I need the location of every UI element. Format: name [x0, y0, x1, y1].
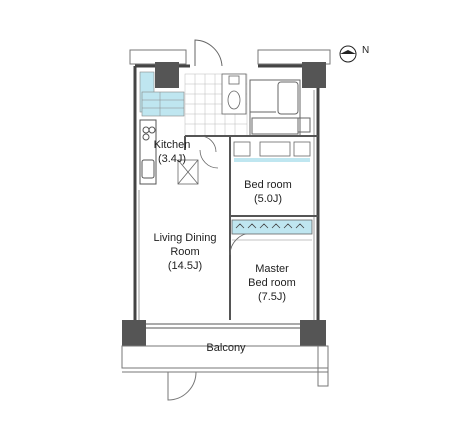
- interior-walls: [184, 135, 318, 320]
- living-size: (14.5J): [167, 260, 203, 272]
- master-closet: [231, 219, 313, 241]
- master-size: (7.5J): [257, 291, 287, 303]
- toilet-area: [221, 73, 247, 115]
- kitchen-name: Kitchen: [153, 139, 191, 151]
- bedroom-size: (5.0J): [253, 193, 283, 205]
- living-name-line2: Room: [170, 246, 200, 258]
- structural-columns: [122, 62, 326, 346]
- kitchen-storage: [139, 71, 185, 117]
- kitchen-size: (3.4J): [157, 153, 187, 165]
- bedroom-label: Bed room (5.0J): [232, 178, 304, 206]
- top-balcony-rails: [129, 49, 331, 65]
- fridge-space: [177, 159, 199, 185]
- bathroom: [249, 79, 311, 137]
- kitchen-counter: [139, 119, 157, 185]
- master-name-line1: Master: [255, 263, 289, 275]
- master-name-line2: Bed room: [248, 277, 296, 289]
- entrance-door: [194, 39, 223, 67]
- north-arrow-icon: [339, 45, 357, 63]
- living-label: Living Dining Room (14.5J): [142, 231, 228, 273]
- north-label: N: [362, 45, 370, 56]
- bedroom-closet: [233, 141, 311, 162]
- balcony-name: Balcony: [206, 342, 246, 354]
- balcony-windows: [146, 323, 300, 329]
- kitchen-label: Kitchen (3.4J): [152, 138, 192, 166]
- living-name-line1: Living Dining: [153, 232, 217, 244]
- balcony-outline: [121, 345, 329, 401]
- balcony-label: Balcony: [196, 341, 256, 355]
- bedroom-name: Bed room: [244, 179, 292, 191]
- master-label: Master Bed room (7.5J): [236, 262, 308, 304]
